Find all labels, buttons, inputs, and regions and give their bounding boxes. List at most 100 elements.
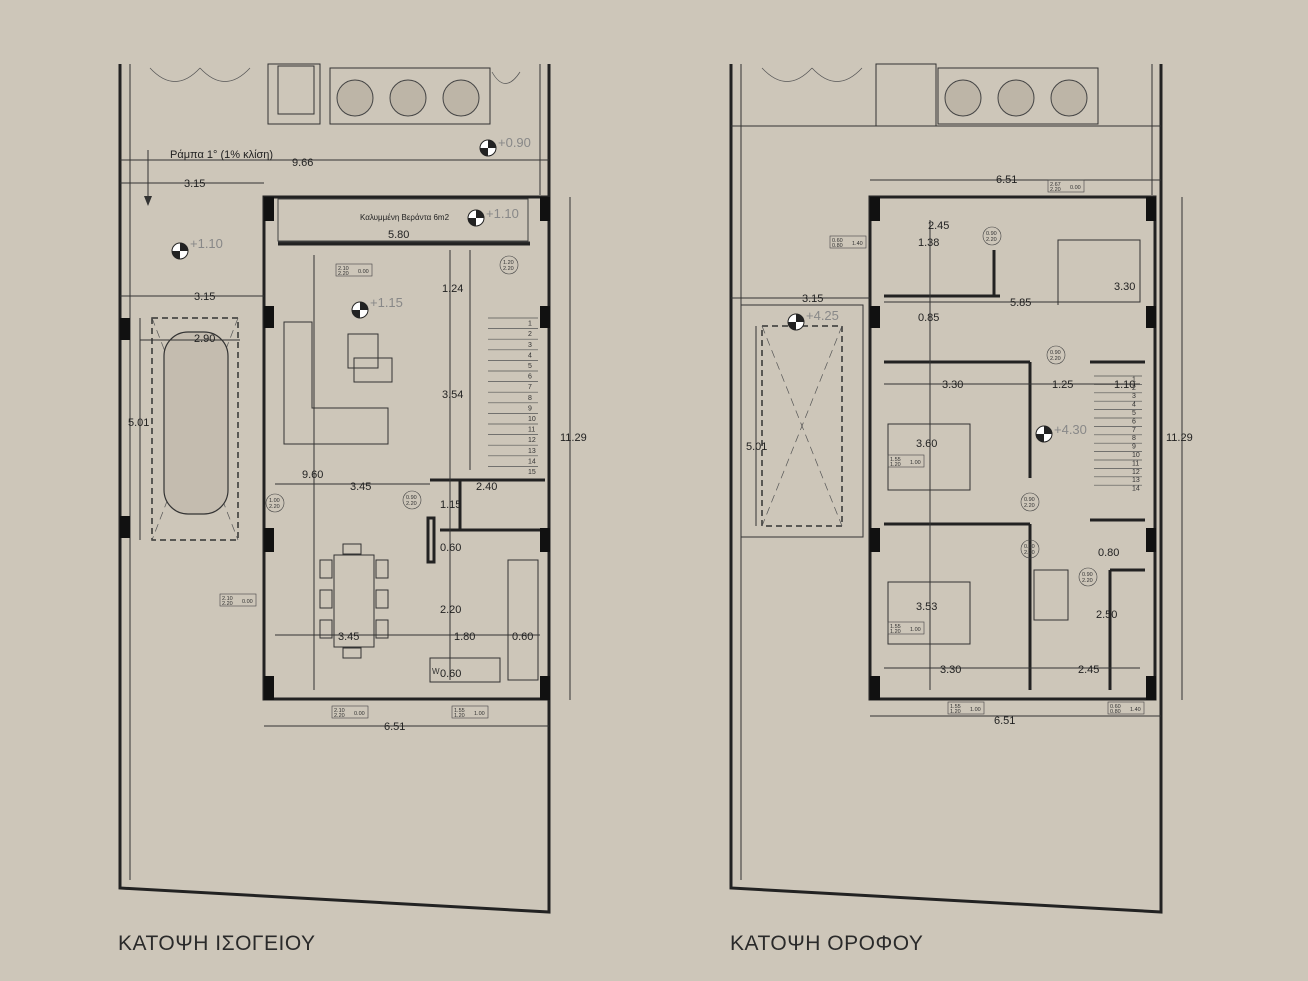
ground-stair-number: 5 [528, 363, 532, 370]
upper-stair-number: 6 [1132, 418, 1136, 425]
upper-level-mark-1: +4.30 [1035, 422, 1087, 443]
upper-dim: 3.60 [916, 438, 937, 450]
svg-text:0.90: 0.90 [1024, 544, 1035, 550]
svg-text:0.00: 0.00 [242, 599, 253, 605]
svg-text:2.20: 2.20 [1050, 187, 1061, 193]
upper-dim: 3.30 [942, 379, 963, 391]
ground-dim: 1.80 [454, 631, 475, 643]
upper-stair-number: 4 [1132, 402, 1136, 409]
upper-stair-number: 3 [1132, 393, 1136, 400]
ground-house-outline [262, 195, 551, 701]
ground-opening-tag: 1.002.20 [265, 493, 285, 513]
ground-floor-title: ΚΑΤΟΨΗ ΙΣΟΓΕΙΟΥ [118, 932, 316, 955]
svg-text:2.10: 2.10 [338, 266, 349, 272]
ground-sofa [283, 321, 389, 445]
svg-text:1.55: 1.55 [890, 624, 901, 630]
ground-dim: 3.54 [442, 389, 463, 401]
svg-text:0.60: 0.60 [1110, 704, 1121, 710]
upper-stair-number: 9 [1132, 444, 1136, 451]
svg-text:2.10: 2.10 [222, 596, 233, 602]
ground-dim: 5.80 [388, 229, 409, 241]
svg-text:0.00: 0.00 [1070, 185, 1081, 191]
ground-dining-chairs [319, 543, 389, 659]
ground-stair-number: 1 [528, 321, 532, 328]
svg-text:1.20: 1.20 [503, 260, 514, 266]
upper-opening-tag: 0.902.20 [982, 226, 1002, 246]
upper-stair-number: 8 [1132, 435, 1136, 442]
ground-dim: 5.01 [128, 417, 149, 429]
ground-dim: 2.40 [476, 481, 497, 493]
upper-house-outline [868, 195, 1157, 701]
ground-carport [151, 317, 239, 541]
upper-level-mark-0: +4.25 [787, 308, 839, 331]
upper-columns [870, 197, 1156, 700]
upper-stair-number: 10 [1132, 452, 1140, 459]
upper-dim: 5.85 [1010, 297, 1031, 309]
upper-dim: 3.30 [1114, 281, 1135, 293]
ground-level-mark-2: +1.10 [171, 236, 223, 260]
svg-text:2.20: 2.20 [503, 266, 514, 272]
upper-dim: 11.29 [1166, 432, 1193, 444]
upper-front-gate [761, 67, 863, 82]
ground-short-wall [426, 516, 436, 564]
svg-text:2.20: 2.20 [269, 504, 280, 510]
upper-dim: 1.10 [1114, 379, 1135, 391]
upper-void-frame [740, 304, 864, 538]
upper-planter [937, 67, 1099, 125]
upper-stair-number: 2 [1132, 385, 1136, 392]
svg-text:0.90: 0.90 [1050, 350, 1061, 356]
svg-text:1.20: 1.20 [890, 629, 901, 635]
ground-level-mark-3: +1.15 [351, 295, 403, 319]
svg-text:1.00: 1.00 [269, 498, 280, 504]
ground-stair-number: 15 [528, 469, 536, 476]
ground-front-box [267, 63, 321, 125]
ground-opening-tag: 1.202.20 [499, 255, 519, 275]
ground-level-mark-0: +0.90 [479, 135, 531, 157]
ground-stair-number: 10 [528, 416, 536, 423]
ground-dim: 0.60 [440, 668, 461, 680]
upper-dim: 2.45 [928, 220, 949, 232]
svg-text:+4.30: +4.30 [1054, 422, 1087, 437]
ground-dim: 3.15 [184, 178, 205, 190]
ground-sink-mark: W [432, 667, 440, 676]
upper-plot-boundary [729, 64, 1163, 914]
svg-text:+4.25: +4.25 [806, 308, 839, 323]
ground-stair-number: 2 [528, 331, 532, 338]
ground-stair-number: 8 [528, 395, 532, 402]
upper-opening-tag: 0.902.20 [1020, 492, 1040, 512]
ground-ottoman [353, 357, 393, 383]
svg-text:2.10: 2.10 [334, 708, 345, 714]
ground-stair-number: 3 [528, 342, 532, 349]
svg-text:1.00: 1.00 [910, 627, 921, 633]
ground-stair-number: 6 [528, 374, 532, 381]
ground-dim: 6.51 [384, 721, 405, 733]
ground-dim: 1.15 [440, 499, 461, 511]
ground-stair-number: 14 [528, 458, 536, 465]
svg-text:1.40: 1.40 [852, 241, 863, 247]
svg-text:0.80: 0.80 [832, 243, 843, 249]
ground-dim: 9.60 [302, 469, 323, 481]
svg-text:1.00: 1.00 [474, 711, 485, 717]
ground-veranda-note: Καλυμμένη Βεράντα 6m2 [360, 213, 450, 222]
upper-stair-number: 12 [1132, 469, 1140, 476]
svg-text:+1.15: +1.15 [370, 295, 403, 310]
ground-dim: 9.66 [292, 157, 313, 169]
ground-dim: 2.90 [194, 333, 215, 345]
ground-dim: 2.20 [440, 604, 461, 616]
svg-text:+1.10: +1.10 [486, 206, 519, 221]
ground-dim: 0.60 [512, 631, 533, 643]
ground-level-mark-1: +1.10 [467, 206, 519, 227]
svg-text:2.20: 2.20 [1082, 578, 1093, 584]
upper-dim: 0.85 [918, 312, 939, 324]
upper-dim: 3.53 [916, 601, 937, 613]
svg-text:+1.10: +1.10 [190, 236, 223, 251]
svg-text:0.00: 0.00 [358, 269, 369, 275]
